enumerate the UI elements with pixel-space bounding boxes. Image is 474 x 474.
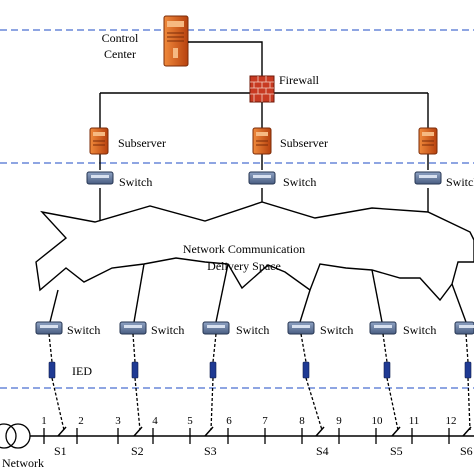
switch-icon-lower-6 [454, 321, 474, 335]
bus-node-10: 10 [372, 415, 384, 427]
network-label: Network [2, 456, 44, 470]
sectionalizer-label-s5: S5 [390, 444, 403, 458]
subserver-icon-3 [418, 127, 438, 155]
firewall-label: Firewall [279, 73, 320, 87]
switch-icon-upper-2 [248, 171, 276, 185]
firewall-icon [249, 75, 275, 103]
switch-label-upper-2: Switch [283, 175, 316, 189]
subserver-label-2: Subserver [280, 136, 328, 150]
bus-node-11: 11 [409, 415, 420, 427]
switch-label-lower-5: Switch [403, 323, 436, 337]
switch-icon-upper-1 [86, 171, 114, 185]
switch-label-lower-4: Switch [320, 323, 353, 337]
bus-node-3: 3 [115, 415, 121, 427]
bus-node-1: 1 [41, 415, 47, 427]
switch-label-lower-1: Switch [67, 323, 100, 337]
ied-icon-3 [209, 361, 217, 379]
bus-node-2: 2 [78, 415, 84, 427]
cloud-label-2: Delivery Space [207, 259, 281, 273]
ied-icon-6 [464, 361, 472, 379]
subserver-label-1: Subserver [118, 136, 166, 150]
switch-label-upper-3: Switch [446, 175, 474, 189]
sectionalizer-label-s2: S2 [131, 444, 144, 458]
control-center-server-icon [163, 15, 189, 67]
ied-label: IED [72, 364, 92, 378]
switch-label-lower-2: Switch [151, 323, 184, 337]
subserver-icon-2 [252, 127, 272, 155]
sectionalizer-switches [57, 426, 472, 437]
bus-node-7: 7 [262, 415, 268, 427]
bus-node-12: 12 [446, 415, 457, 427]
ied-icon-1 [48, 361, 56, 379]
bus-node-4: 4 [152, 415, 158, 427]
cloud-label-1: Network Communication [183, 242, 305, 256]
bus-node-5: 5 [187, 415, 193, 427]
ied-links [48, 333, 471, 431]
subserver-icon-1 [89, 127, 109, 155]
ied-icon-4 [302, 361, 310, 379]
control-center-label-1: Control [102, 31, 139, 45]
bus-node-6: 6 [226, 415, 232, 427]
switch-label-lower-3: Switch [236, 323, 269, 337]
ied-devices [48, 361, 472, 379]
switch-icon-lower-3 [202, 321, 230, 335]
switch-icon-lower-5 [369, 321, 397, 335]
control-center-label-2: Center [104, 47, 136, 61]
bus-node-8: 8 [299, 415, 305, 427]
dashed-separators [0, 29, 474, 389]
bus-node-9: 9 [336, 415, 342, 427]
switch-icon-lower-2 [119, 321, 147, 335]
ied-icon-5 [383, 361, 391, 379]
switch-icon-lower-4 [287, 321, 315, 335]
switch-icon-lower-1 [35, 321, 63, 335]
switch-label-upper-1: Switch [119, 175, 152, 189]
network-communication-cloud [35, 201, 474, 302]
sectionalizer-label-s1: S1 [54, 444, 67, 458]
sectionalizer-label-s6: S6 [460, 444, 473, 458]
sectionalizer-label-s4: S4 [316, 444, 329, 458]
ied-icon-2 [131, 361, 139, 379]
switch-icon-upper-3 [414, 171, 442, 185]
cloud-to-switch-links [49, 263, 467, 323]
bus-node-ticks [43, 428, 450, 444]
top-links [99, 41, 429, 222]
sectionalizer-label-s3: S3 [204, 444, 217, 458]
transformer-icon [0, 423, 31, 449]
